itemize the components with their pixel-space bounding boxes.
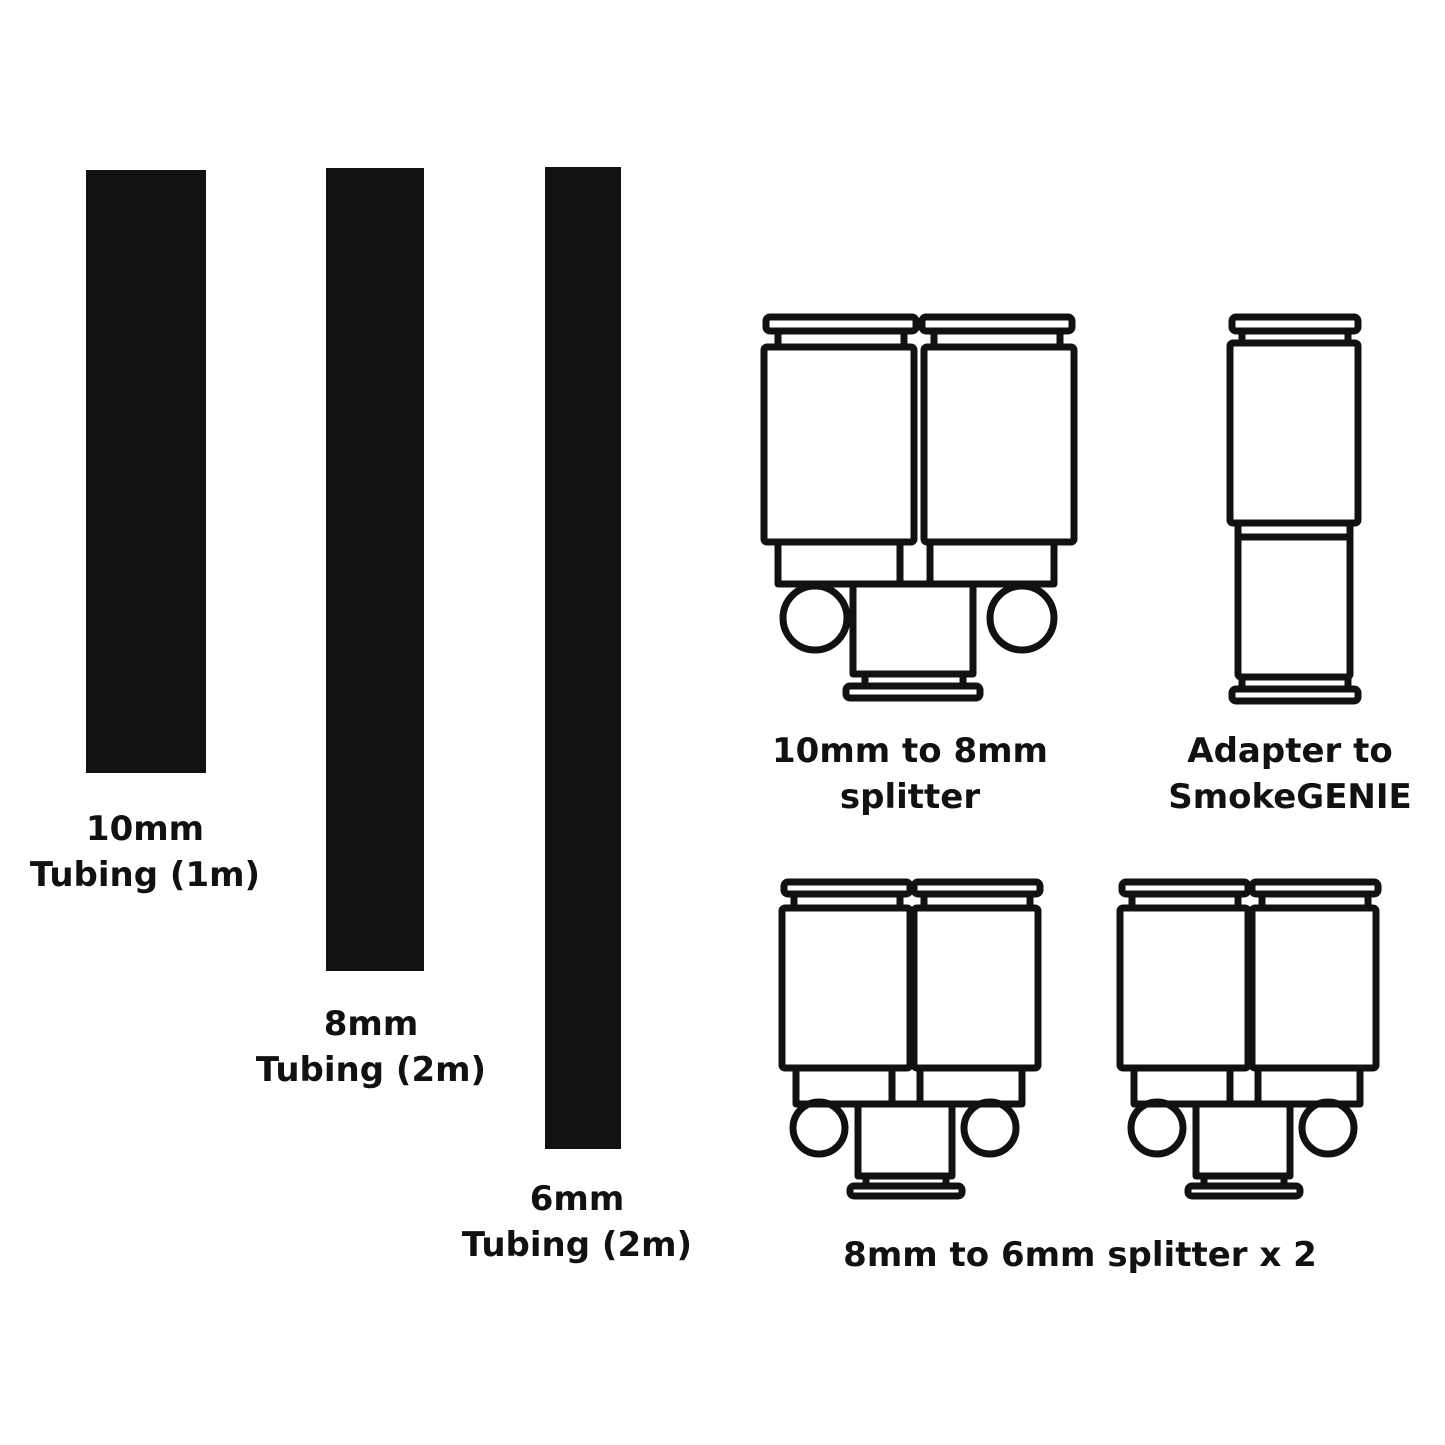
tubing-10mm-size: 10mm	[85, 809, 205, 849]
tubing-8mm-bar	[326, 168, 424, 971]
tubing-6mm-bar	[545, 167, 621, 1149]
splitter-8mm-6mm-text: 8mm to 6mm splitter x 2	[843, 1235, 1317, 1275]
tubing-10mm-desc: Tubing (1m)	[29, 855, 261, 895]
splitter-10mm-8mm-line2: splitter	[839, 777, 981, 817]
tubing-8mm-label: 8mm Tubing (2m)	[246, 1001, 496, 1093]
splitter-10mm-8mm-line1: 10mm to 8mm	[772, 731, 1048, 771]
splitter-10mm-8mm-label: 10mm to 8mm splitter	[750, 728, 1070, 820]
adapter-smokegenie-label: Adapter to SmokeGENIE	[1140, 728, 1440, 820]
tubing-10mm-bar	[86, 170, 206, 773]
tubing-6mm-label: 6mm Tubing (2m)	[452, 1176, 702, 1268]
adapter-smokegenie-line2: SmokeGENIE	[1168, 777, 1412, 817]
tubing-8mm-size: 8mm	[323, 1004, 419, 1044]
tubing-10mm-label: 10mm Tubing (1m)	[20, 806, 270, 898]
adapter-smokegenie-line1: Adapter to	[1187, 731, 1393, 771]
splitter-8mm-6mm-icon-2	[1116, 878, 1382, 1200]
splitter-8mm-6mm-label: 8mm to 6mm splitter x 2	[800, 1232, 1360, 1278]
tubing-6mm-desc: Tubing (2m)	[461, 1225, 693, 1265]
tubing-8mm-desc: Tubing (2m)	[255, 1050, 487, 1090]
splitter-8mm-6mm-icon	[778, 878, 1044, 1200]
splitter-10mm-8mm-icon	[760, 313, 1078, 702]
adapter-smokegenie-icon	[1226, 313, 1362, 705]
tubing-6mm-size: 6mm	[529, 1179, 625, 1219]
